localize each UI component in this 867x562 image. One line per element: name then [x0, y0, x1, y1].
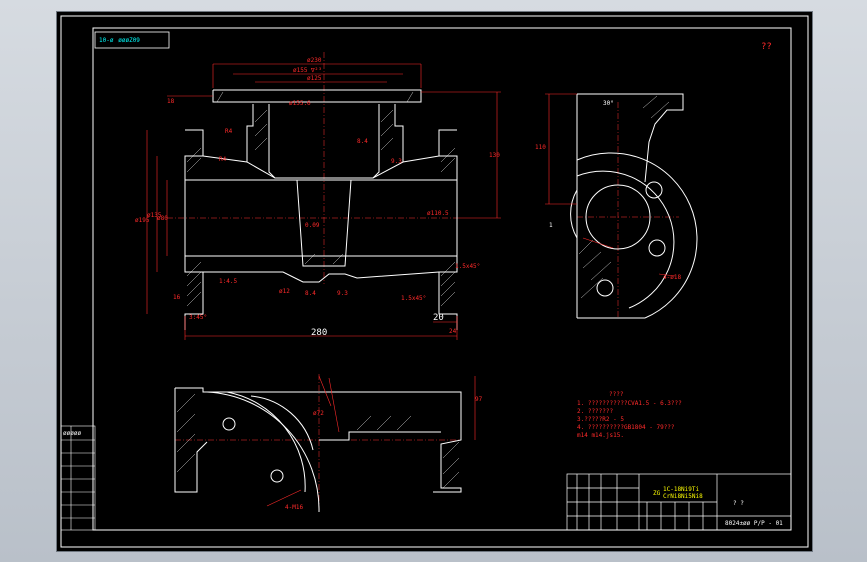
title-drawing-number: 8024±øø P/P - 01 — [725, 520, 783, 527]
code-box — [94, 31, 170, 49]
note-line: 3.?????R2 - 5 — [577, 416, 624, 423]
dim-inner-8-4-a: 8.4 — [357, 138, 368, 145]
left-margin-table — [60, 425, 96, 531]
dim-bottom-view-97: 97 — [475, 396, 483, 403]
bottom-view — [174, 374, 476, 513]
dim-left-slope: 1:4.5 — [219, 278, 238, 285]
dim-inner-8-4-b: 8.4 — [305, 290, 316, 297]
note-line: 2. ??????? — [577, 408, 614, 415]
note-line: m14 m14.js15. — [577, 432, 624, 439]
notes-title: ???? — [609, 391, 624, 398]
dim-side-30deg: 30° — [603, 100, 614, 107]
outer-frame — [60, 15, 809, 548]
dim-side-1: 1 — [549, 222, 553, 229]
dim-top-155-6: ø155.6 — [289, 100, 311, 107]
dim-inner-r4-a: R4 — [225, 128, 233, 135]
dim-inner-9-3-b: 9.3 — [337, 290, 348, 297]
dim-bottom-view-72: ø72 — [313, 410, 324, 417]
dim-inner-taper: 0.09 — [305, 222, 320, 229]
title-material-line1: 1C-18Ni9Ti — [663, 486, 700, 493]
note-line: 4. ??????????GB1804 - 79??? — [577, 424, 675, 431]
title-material-line2: CrNi8Ni5Ni8 — [663, 493, 703, 500]
side-view — [545, 93, 698, 319]
dim-right-chamfer-1: 1.5x45° — [455, 263, 481, 270]
drawing-viewport[interactable]: 10-øøøøZ09 ?? ø230 ø155 ∇²³ ø125 ø155.6… — [56, 11, 813, 552]
code-box-text: 10-øøøøZ09 — [99, 37, 140, 44]
dim-right-130: 130 — [489, 152, 500, 159]
title-material-code: ZG — [653, 490, 661, 497]
dim-top-230: ø230 — [307, 57, 322, 64]
dim-top-155: ø155 ∇²³ — [293, 67, 322, 74]
dim-side-4-holes: 4-ø18 — [663, 274, 682, 281]
dim-left-80: ø80 — [157, 215, 168, 222]
cad-drawing — [60, 15, 809, 548]
dim-side-110: 110 — [535, 144, 546, 151]
note-line: 1. ???????????CVA1.5 - 6.3??? — [577, 400, 682, 407]
dim-left-16: 16 — [173, 294, 181, 301]
dim-right-110: ø110.5 — [427, 210, 449, 217]
dim-top-125: ø125 — [307, 75, 322, 82]
dim-right-24: 24 — [449, 328, 457, 335]
dim-left-135: ø135 — [147, 212, 162, 219]
inner-frame — [92, 27, 792, 531]
dim-bottom-view-m16: 4-M16 — [285, 504, 304, 511]
dim-right-20: 20 — [433, 313, 444, 323]
dim-right-chamfer-2: 1.5x45° — [401, 295, 427, 302]
dim-inner-9-3-a: 9.3 — [391, 158, 402, 165]
dim-top-18: 18 — [167, 98, 175, 105]
dim-bottom-280: 280 — [311, 328, 328, 338]
dim-inner-r4-b: R4 — [219, 156, 227, 163]
dim-inner-12: ø12 — [279, 288, 290, 295]
title-block — [566, 473, 792, 531]
roughness-mark: ?? — [761, 42, 772, 52]
front-section-view — [146, 52, 501, 340]
title-scale-marks: ? ? — [733, 500, 744, 507]
dim-left-chamfer: 3:45° — [189, 314, 208, 321]
dim-left-195: ø195 — [135, 217, 150, 224]
left-table-header: øøøøø — [63, 430, 82, 437]
